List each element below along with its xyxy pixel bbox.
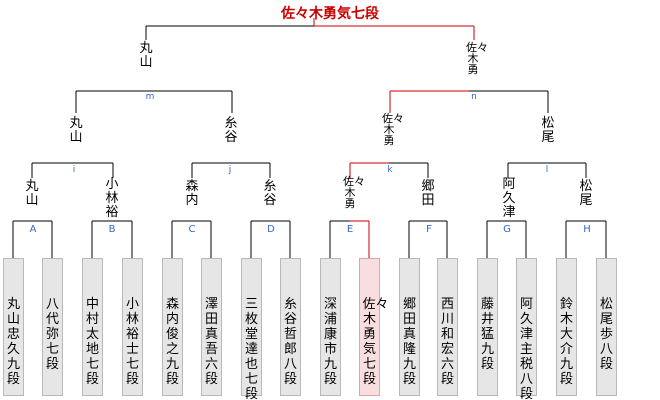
player-box: 中村太地七段 [82, 258, 103, 396]
player-box: 八代 弥七段 [42, 258, 73, 396]
match-label-n: n [471, 92, 477, 102]
r1-winner-1: 丸山 [25, 179, 39, 208]
r1-winner-3: 森内 [185, 179, 199, 208]
match-label-k: k [387, 165, 393, 175]
player-box: 鈴木大介九段 [556, 258, 577, 396]
r2-winner-3: 佐々木勇 [382, 112, 404, 147]
match-label-a: A [29, 224, 37, 235]
player-name: 澤田真吾六段 [204, 297, 218, 387]
semi-winner-right: 佐々木勇 [466, 41, 488, 76]
player-name: 佐々木勇気七段 [362, 297, 389, 387]
r2-winner-1: 丸山 [69, 116, 83, 145]
player-name: 小林裕士七段 [125, 297, 139, 387]
match-label-f: F [426, 224, 432, 235]
player-box: 澤田真吾六段 [201, 258, 222, 396]
player-name: 深浦康市九段 [323, 297, 337, 387]
r2-winner-4: 松尾 [541, 116, 555, 145]
player-name: 松尾 歩八段 [599, 297, 627, 372]
player-name: 郷田真隆九段 [402, 297, 416, 387]
semi-winner-left: 丸山 [139, 41, 153, 70]
match-label-m: m [145, 92, 155, 102]
player-name: 阿久津主税八段 [519, 297, 533, 400]
player-name: 藤井 猛九段 [480, 297, 508, 372]
r1-winner-6: 郷田 [421, 179, 435, 208]
player-box: 糸谷哲郎八段 [280, 258, 301, 396]
match-label-g: G [503, 224, 511, 235]
player-name: 森内俊之九段 [165, 297, 179, 387]
r1-winner-2: 小林裕 [105, 177, 119, 220]
r2-winner-2: 糸谷 [224, 116, 238, 145]
player-box-winner: 佐々木勇気七段 [359, 258, 389, 396]
match-label-c: C [188, 224, 196, 235]
player-box: 三枚堂達也七段 [241, 258, 262, 400]
player-name: 鈴木大介九段 [559, 297, 573, 387]
player-box: 松尾 歩八段 [596, 258, 627, 396]
match-label-h: H [583, 224, 591, 235]
player-name: 中村太地七段 [85, 297, 99, 387]
player-name: 丸山忠久九段 [6, 297, 20, 387]
player-box: 藤井 猛九段 [477, 258, 508, 396]
r1-winner-4: 糸谷 [263, 179, 277, 208]
player-name: 八代 弥七段 [45, 297, 73, 372]
player-box: 丸山忠久九段 [3, 258, 24, 396]
player-box: 阿久津主税八段 [516, 258, 537, 400]
player-box: 森内俊之九段 [162, 258, 183, 396]
player-box: 深浦康市九段 [320, 258, 341, 396]
player-name: 糸谷哲郎八段 [283, 297, 297, 387]
champion-title: 佐々木勇気七段 [281, 6, 379, 22]
r1-winner-8: 松尾 [579, 179, 593, 208]
player-box: 郷田真隆九段 [399, 258, 420, 396]
r1-winner-7: 阿久津 [502, 177, 516, 220]
player-box: 西川和宏六段 [437, 258, 458, 396]
r1-winner-5: 佐々木勇 [343, 175, 365, 210]
player-name: 西川和宏六段 [440, 297, 454, 387]
match-label-b: B [108, 224, 116, 235]
player-name: 三枚堂達也七段 [244, 297, 258, 400]
match-label-j: j [228, 165, 232, 175]
match-label-e: E [346, 224, 354, 235]
match-label-i: i [72, 165, 76, 175]
match-label-d: D [267, 224, 275, 235]
player-box: 小林裕士七段 [122, 258, 143, 396]
match-label-l: l [545, 165, 549, 175]
